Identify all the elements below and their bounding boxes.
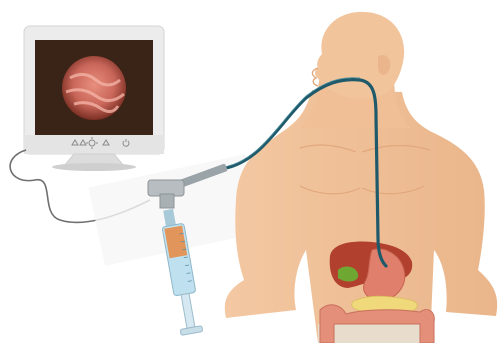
monitor-base <box>52 163 136 171</box>
monitor <box>24 26 164 171</box>
syringe-plunger-rod <box>181 293 195 328</box>
syringe-plunger-cap <box>180 326 203 336</box>
belt <box>318 324 430 343</box>
endoscope-view <box>62 56 126 120</box>
human-figure <box>225 12 497 343</box>
